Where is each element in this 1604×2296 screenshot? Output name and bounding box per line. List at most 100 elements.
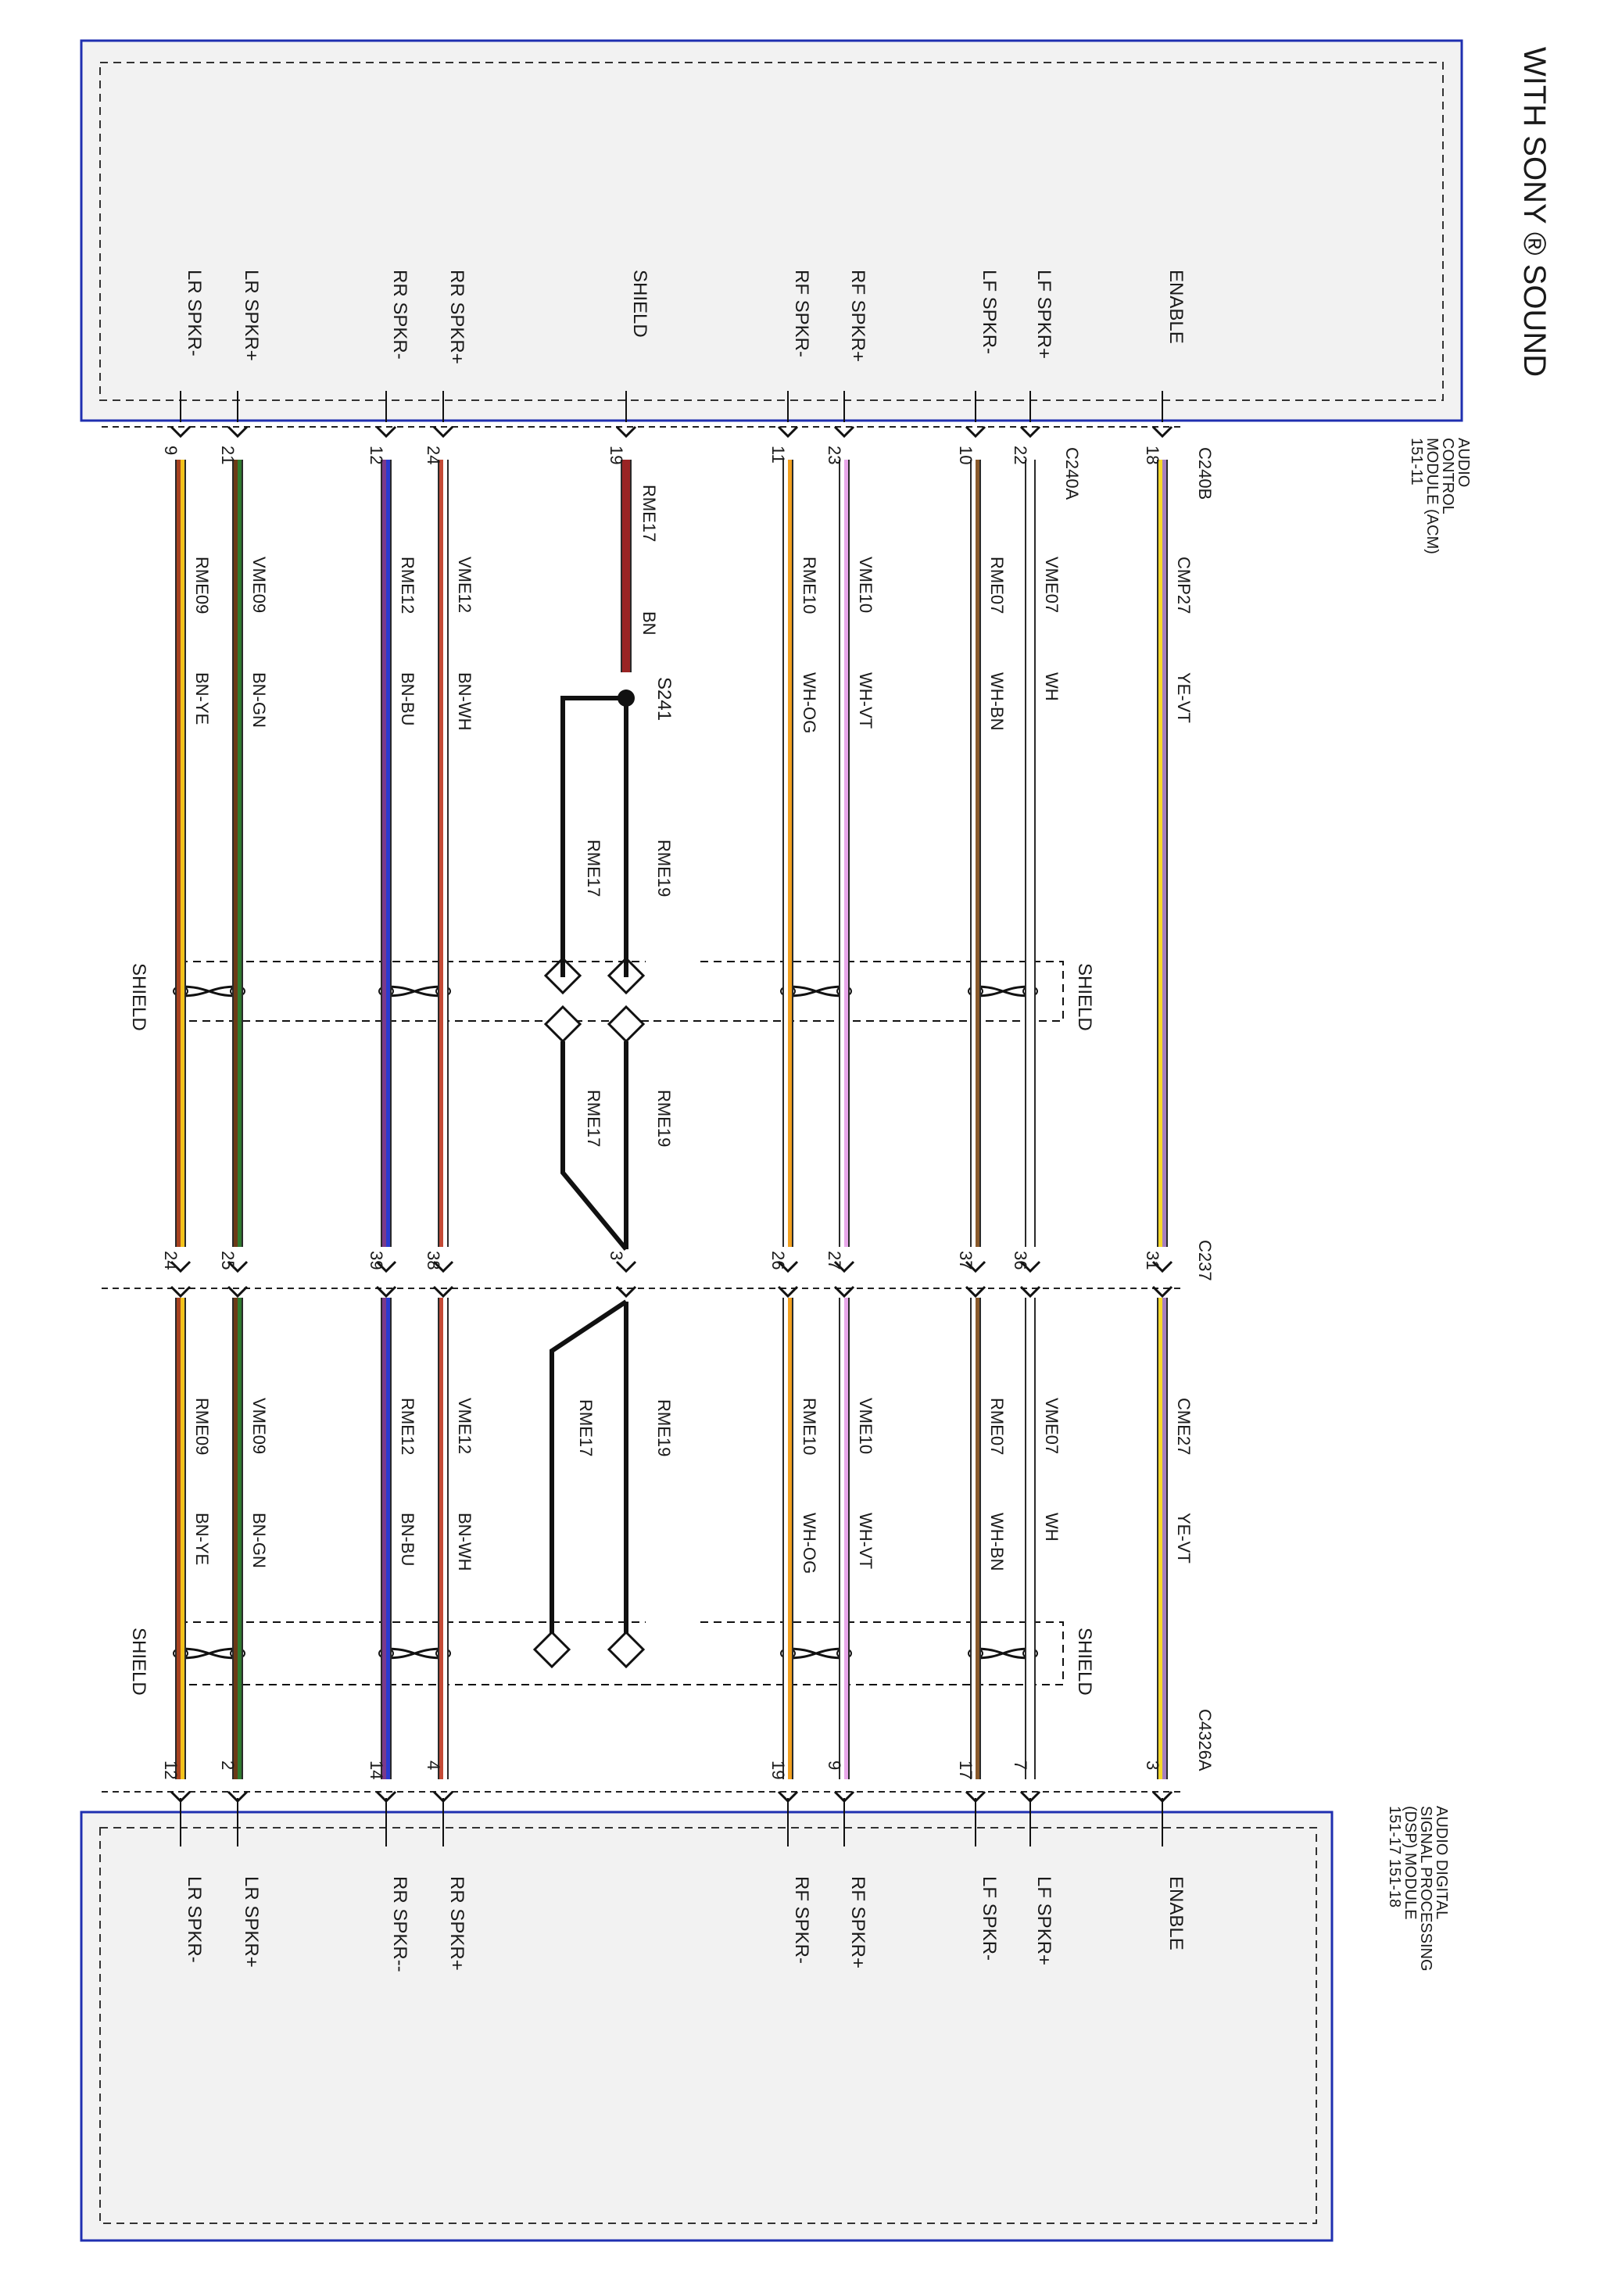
- wire2-rr-spkr-minus-color-a: [382, 1298, 386, 1779]
- acm-pin-rr-spkr-plus: [432, 425, 454, 439]
- circuit2-label-rf-spkr-plus: VME10: [856, 1398, 875, 1454]
- wire-rf-spkr-plus-color-b: [844, 460, 848, 1247]
- c237-pin-out-lr-spkr-minus: [170, 1285, 192, 1298]
- acm-pin-label-lr-spkr-minus: LR SPKR-: [184, 270, 205, 356]
- wire-runs: [175, 460, 1168, 1779]
- color2-label-lf-spkr-plus: WH: [1042, 1513, 1062, 1542]
- wire2-lr-spkr-plus-color-a: [234, 1298, 238, 1779]
- color2-label-lr-spkr-minus: BN-YE: [192, 1513, 212, 1565]
- dsp-pin-number-rr-spkr-minus: 14: [367, 1761, 386, 1779]
- acm-pin-number-shield: 19: [607, 446, 626, 464]
- shield-diamond-rme17-3: [532, 1630, 571, 1669]
- twist-line: [180, 1647, 238, 1660]
- acm-module-box: [80, 39, 1463, 422]
- acm-pin-lf-spkr-minus: [965, 425, 986, 439]
- acm-pin-number-rr-spkr-minus: 12: [367, 446, 386, 464]
- color-label-enable: YE-VT: [1174, 672, 1194, 723]
- circuit-label-lr-spkr-minus: RME09: [192, 557, 212, 614]
- page-title: WITH SONY ® SOUND: [1517, 47, 1552, 377]
- acm-pin-enable: [1151, 425, 1173, 439]
- circuit-label-lf-spkr-minus: RME07: [987, 557, 1007, 614]
- circuit-label-rf-spkr-plus: VME10: [856, 557, 875, 613]
- color-label-lr-spkr-plus: BN-GN: [249, 672, 269, 728]
- wire-shield-color-a: [622, 460, 626, 672]
- wire-shield-color-b: [626, 460, 630, 672]
- dsp-pin-label-rf-spkr-minus: RF SPKR-: [791, 1876, 812, 1964]
- wire-rr-spkr-minus-color-a: [382, 460, 386, 1247]
- c237-pin-number-lr-spkr-plus: 25: [218, 1251, 238, 1270]
- wire-lr-spkr-minus-color-a: [177, 460, 181, 1247]
- c237-pin-number-rr-spkr-minus: 39: [367, 1251, 386, 1270]
- dsp-name-line: (DSP) MODULE: [1402, 1806, 1419, 1920]
- twist-line: [787, 1647, 845, 1660]
- shield-label-lr-upper: SHIELD: [128, 963, 149, 1031]
- c237-pin-number-lr-spkr-minus: 24: [161, 1251, 181, 1270]
- wire2-lf-spkr-minus-color-b: [976, 1298, 979, 1779]
- color-label-rf-spkr-minus: WH-OG: [800, 672, 819, 733]
- wire-lf-spkr-plus-color-b: [1030, 460, 1034, 1247]
- wire-enable-color-b: [1162, 460, 1166, 1247]
- color2-label-enable: YE-VT: [1174, 1513, 1194, 1564]
- c237-pin-in-lf-spkr-plus: [1019, 1260, 1041, 1273]
- shield-label-lf-upper: SHIELD: [1074, 963, 1095, 1031]
- c237-pin-in-lr-spkr-plus: [227, 1260, 249, 1273]
- circuit2-label-lf-spkr-minus: RME07: [987, 1398, 1007, 1455]
- wire2-rr-spkr-plus-color-b: [443, 1298, 447, 1779]
- acm-pin-label-rf-spkr-minus: RF SPKR-: [791, 270, 812, 357]
- color2-label-lr-spkr-plus: BN-GN: [249, 1513, 269, 1568]
- c237-pin-out-rr-spkr-plus: [432, 1285, 454, 1298]
- acm-pin-number-lf-spkr-minus: 10: [956, 446, 976, 464]
- drain-label-3: RME19: [654, 1090, 674, 1147]
- acm-pin-rf-spkr-minus: [777, 425, 799, 439]
- dsp-pin-number-rr-spkr-plus: 4: [424, 1761, 443, 1770]
- acm-name-line: 151-11: [1408, 438, 1425, 485]
- c237-pin-out-rr-spkr-minus: [375, 1285, 397, 1298]
- dsp-pin-label-lr-spkr-plus: LR SPKR+: [241, 1876, 262, 1968]
- color-label-rf-spkr-plus: WH-VT: [856, 672, 875, 729]
- twist-line: [975, 1647, 1031, 1660]
- wire2-rf-spkr-minus-color-a: [784, 1298, 788, 1779]
- dsp-pin-number-enable: 3: [1143, 1761, 1162, 1770]
- acm-pin-number-lf-spkr-plus: 22: [1011, 446, 1030, 464]
- twist-line: [787, 985, 845, 998]
- drain-wire-rme17-c: [550, 1299, 628, 1634]
- circuit-label-rf-spkr-minus: RME10: [800, 557, 819, 614]
- circuit-label-lf-spkr-plus: VME07: [1042, 557, 1062, 613]
- drain-label-6: RME17: [576, 1399, 596, 1456]
- c237-pin-number-rf-spkr-plus: 27: [825, 1251, 844, 1270]
- acm-name-line: CONTROL: [1439, 438, 1456, 514]
- circuit-label-enable: CMP27: [1174, 557, 1194, 614]
- wire-enable-color-a: [1158, 460, 1162, 1247]
- acm-pin-lr-spkr-minus: [170, 425, 192, 439]
- acm-pin-shield: [615, 425, 637, 439]
- shield-diamond-rme17-2: [543, 1005, 582, 1044]
- color-label-rr-spkr-minus: BN-BU: [398, 672, 417, 725]
- c237-pin-out-lf-spkr-plus: [1019, 1285, 1041, 1298]
- connector-lines: [102, 391, 1182, 1846]
- wire2-enable-color-a: [1158, 1298, 1162, 1779]
- c237-pin-out-shield: [615, 1285, 637, 1298]
- wire2-lf-spkr-minus-color-a: [972, 1298, 976, 1779]
- c237-pin-number-lf-spkr-plus: 36: [1011, 1251, 1030, 1270]
- wire-lf-spkr-minus-color-b: [976, 460, 979, 1247]
- c237-pin-in-shield: [615, 1260, 637, 1273]
- wire-rf-spkr-minus-color-b: [788, 460, 792, 1247]
- c237-pin-out-rf-spkr-minus: [777, 1285, 799, 1298]
- c237-pin-in-enable: [1151, 1260, 1173, 1273]
- acm-pin-number-rr-spkr-plus: 24: [424, 446, 443, 464]
- c237-pin-in-rr-spkr-minus: [375, 1260, 397, 1273]
- circuit2-label-rr-spkr-minus: RME12: [398, 1398, 417, 1455]
- acm-connector-a-label: C240A: [1062, 447, 1082, 500]
- drain-label-2: RME17: [584, 840, 603, 897]
- color2-label-lf-spkr-minus: WH-BN: [987, 1513, 1007, 1571]
- c237-pin-out-rf-spkr-plus: [833, 1285, 855, 1298]
- circuit-label-rr-spkr-minus: RME12: [398, 557, 417, 614]
- acm-name-line: AUDIO: [1455, 438, 1472, 487]
- wire2-rf-spkr-plus-color-b: [844, 1298, 848, 1779]
- wire-lr-spkr-plus-color-b: [238, 460, 242, 1247]
- wire2-rf-spkr-minus-color-b: [788, 1298, 792, 1779]
- dsp-pin-number-lr-spkr-plus: 2: [218, 1761, 238, 1770]
- circuit2-label-lr-spkr-minus: RME09: [192, 1398, 212, 1455]
